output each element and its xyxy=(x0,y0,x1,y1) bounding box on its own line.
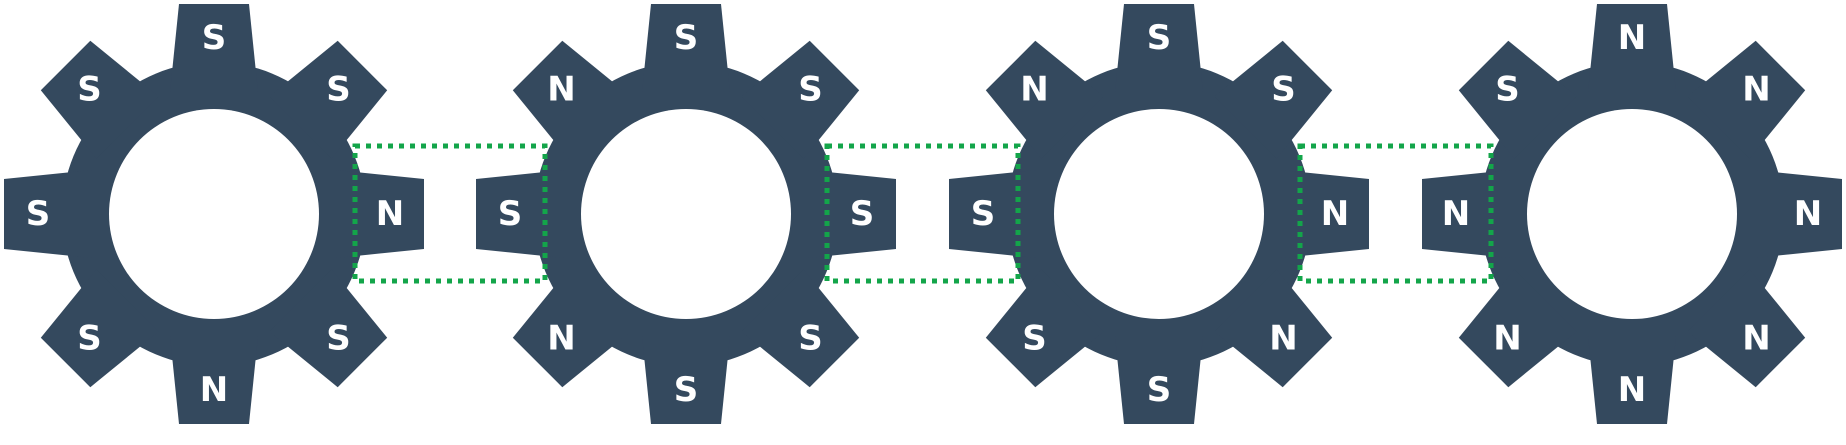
pole-label-right: S xyxy=(850,194,875,234)
gear-tooth-top-right xyxy=(269,40,388,159)
pole-label-top-left: N xyxy=(547,70,575,110)
gear-tooth-bottom-left xyxy=(1458,269,1577,388)
gear-bore xyxy=(1054,109,1264,319)
pole-label-top-right: S xyxy=(326,70,351,110)
pole-label-top-right: N xyxy=(1742,70,1770,110)
gear-1: N S N S S S S S xyxy=(4,4,424,424)
pole-label-top: S xyxy=(1147,18,1172,58)
gear-tooth-left xyxy=(949,170,1037,258)
gear-tooth-top-right xyxy=(1687,40,1806,159)
pole-label-bottom-right: N xyxy=(1269,319,1297,359)
gear-3: N N S S S N S S xyxy=(949,4,1369,424)
pole-label-top: S xyxy=(674,18,699,58)
pole-label-bottom-right: S xyxy=(326,319,351,359)
gear-tooth-top-left xyxy=(512,40,631,159)
gear-tooth-top-left xyxy=(985,40,1104,159)
pole-label-top-right: S xyxy=(798,70,823,110)
gear-tooth-bottom xyxy=(1588,336,1676,424)
pole-label-left: N xyxy=(1442,194,1470,234)
pole-label-bottom-left: S xyxy=(77,319,102,359)
pole-label-right: N xyxy=(1321,194,1349,234)
pole-label-bottom: N xyxy=(200,370,228,410)
gear-bore xyxy=(1527,109,1737,319)
gear-tooth-right xyxy=(1281,170,1369,258)
gears-layer: N S N S S S S S S S S N S N S S N N S S S N S S N N N N N S N N xyxy=(4,4,1842,424)
gear-tooth-bottom-right xyxy=(1687,269,1806,388)
gear-tooth-right xyxy=(1754,170,1842,258)
gear-tooth-left xyxy=(1422,170,1510,258)
pole-label-left: S xyxy=(971,194,996,234)
pole-label-bottom-left: N xyxy=(1493,319,1521,359)
pole-label-top-left: S xyxy=(1495,70,1520,110)
gear-bore xyxy=(581,109,791,319)
pole-label-top-left: S xyxy=(77,70,102,110)
gear-4: N N N N N S N N xyxy=(1422,4,1842,424)
gear-tooth-top-right xyxy=(1214,40,1333,159)
gear-tooth-top xyxy=(642,4,730,92)
pole-label-right: N xyxy=(376,194,404,234)
gear-tooth-bottom-right xyxy=(1214,269,1333,388)
pole-label-left: S xyxy=(26,194,51,234)
gear-tooth-left xyxy=(4,170,92,258)
gear-tooth-bottom xyxy=(642,336,730,424)
pole-label-bottom: S xyxy=(674,370,699,410)
pole-label-bottom-right: N xyxy=(1742,319,1770,359)
gear-tooth-bottom-left xyxy=(40,269,159,388)
pole-label-bottom-left: S xyxy=(1022,319,1047,359)
gear-tooth-top-right xyxy=(741,40,860,159)
interaction-zones-layer xyxy=(352,143,1494,284)
pole-label-top-left: N xyxy=(1020,70,1048,110)
pole-label-right: N xyxy=(1794,194,1822,234)
gear-tooth-bottom-right xyxy=(741,269,860,388)
gear-bore xyxy=(109,109,319,319)
pole-label-top-right: S xyxy=(1271,70,1296,110)
gear-tooth-right xyxy=(336,170,424,258)
gear-tooth-bottom-left xyxy=(985,269,1104,388)
gear-2: S S S N S N S S xyxy=(476,4,896,424)
pole-label-top: N xyxy=(1618,18,1646,58)
gear-tooth-top xyxy=(1115,4,1203,92)
gear-tooth-top xyxy=(1588,4,1676,92)
pole-label-bottom-right: S xyxy=(798,319,823,359)
interaction-zone-box-3 xyxy=(1297,143,1494,284)
interaction-zone-box-1 xyxy=(352,143,548,284)
pole-label-bottom: N xyxy=(1618,370,1646,410)
gear-tooth-bottom xyxy=(170,336,258,424)
gear-tooth-bottom xyxy=(1115,336,1203,424)
gear-tooth-bottom-right xyxy=(269,269,388,388)
gear-tooth-top-left xyxy=(1458,40,1577,159)
gear-tooth-top xyxy=(170,4,258,92)
gear-tooth-right xyxy=(808,170,896,258)
gear-tooth-top-left xyxy=(40,40,159,159)
interaction-zone-box-2 xyxy=(824,143,1021,284)
gear-tooth-left xyxy=(476,170,564,258)
pole-label-top: S xyxy=(202,18,227,58)
gear-tooth-bottom-left xyxy=(512,269,631,388)
pole-label-left: S xyxy=(498,194,523,234)
pole-label-bottom: S xyxy=(1147,370,1172,410)
pole-label-bottom-left: N xyxy=(547,319,575,359)
